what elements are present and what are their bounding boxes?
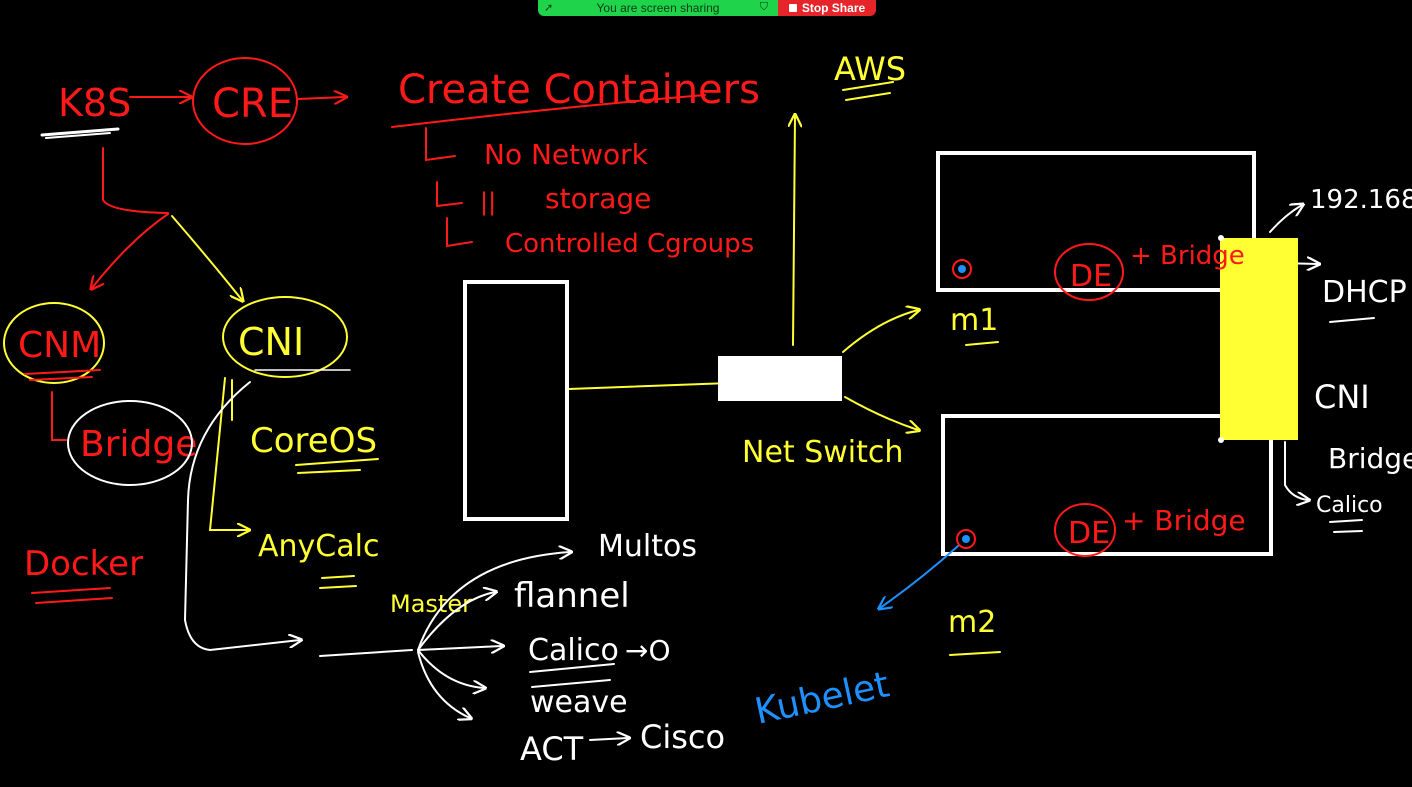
to-ip-arrow	[1269, 205, 1302, 233]
cre-arrow	[297, 97, 345, 99]
plugins-hub-line	[319, 649, 413, 657]
to-multos-arrow	[417, 552, 570, 651]
dhcp-label: DHCP	[1322, 275, 1407, 310]
bridge-label: Bridge	[80, 424, 197, 465]
stop-share-label: Stop Share	[801, 1, 866, 15]
screen-sharing-text: You are screen sharing	[596, 1, 720, 15]
k8s-underline	[40, 127, 120, 137]
flannel-label: flannel	[514, 576, 630, 616]
no-network-label: No Network	[484, 138, 649, 171]
bridge-m2-label: + Bridge	[1122, 504, 1246, 537]
red-annotations: K8S CRE Create Containers No Network || …	[18, 57, 760, 604]
bridge-m1-label: + Bridge	[1130, 241, 1245, 271]
calico-label: Calico	[528, 633, 619, 668]
controlled-groups-label: Controlled Cgroups	[505, 229, 754, 259]
m2-box	[941, 414, 1273, 556]
create-containers-label: Create Containers	[398, 67, 760, 113]
aws-label: AWS	[834, 50, 906, 88]
coreos-label: CoreOS	[250, 421, 377, 461]
cni-right-label: CNI	[1314, 378, 1370, 416]
calico-suffix-label: →O	[625, 634, 671, 667]
to-flannel-arrow	[417, 592, 495, 651]
machine-red-annotations: DE + Bridge DE + Bridge	[952, 241, 1246, 557]
m2-label: m2	[948, 605, 996, 640]
k8s-branch-line	[102, 147, 169, 214]
m1-label: m1	[950, 303, 998, 338]
multos-label: Multos	[598, 529, 697, 564]
de2-label: DE	[1068, 516, 1110, 551]
weave-label: weave	[530, 685, 628, 720]
block-top-dot	[1218, 235, 1224, 241]
yellow-annotations: CNI CoreOS AnyCalc Master AWS Net Switch…	[3, 50, 1001, 656]
stop-icon	[788, 4, 797, 12]
cre-circle	[192, 57, 298, 145]
bridge-right-label: Bridge	[1328, 442, 1412, 475]
act-to-cisco-arrow	[589, 738, 628, 740]
create-containers-underline	[391, 94, 706, 128]
anycalc-label: AnyCalc	[258, 529, 379, 564]
master-label: Master	[390, 590, 472, 618]
to-cni-arrow	[171, 215, 242, 300]
blue-annotations: Kubelet	[751, 545, 959, 733]
anycalc-arrow	[208, 377, 248, 530]
block-bottom-dot	[1218, 437, 1224, 443]
cni-plugins-arrow	[183, 381, 300, 652]
cni-circle	[222, 296, 348, 378]
de1-label: DE	[1070, 259, 1112, 294]
host-box	[463, 280, 569, 521]
netswitch-label: Net Switch	[742, 435, 903, 470]
cre-label: CRE	[212, 81, 293, 127]
docker-label: Docker	[24, 544, 143, 584]
screen-sharing-status: ➚ You are screen sharing ⛉	[538, 0, 778, 16]
bullet-1	[425, 127, 456, 162]
ditto-mark: ||	[480, 188, 496, 216]
white-annotations: Multos flannel Calico →O weave ACT Cisco…	[67, 151, 1412, 768]
m2-container-dot	[956, 529, 976, 549]
cni-bridge-block	[1220, 238, 1298, 440]
kubelet-label: Kubelet	[751, 664, 892, 732]
storage-label: storage	[545, 182, 651, 215]
cnm-circle	[3, 302, 105, 384]
k8s-label: K8S	[58, 81, 131, 125]
calico-right-label: Calico	[1316, 493, 1383, 518]
m1-container-dot	[952, 259, 972, 279]
m1-box	[936, 151, 1256, 292]
bridge-circle	[67, 400, 193, 486]
switch-to-m2-arrow	[844, 396, 918, 430]
shield-icon: ⛉	[759, 1, 768, 13]
switch-to-aws-arrow	[793, 116, 795, 346]
to-weave-arrow	[417, 649, 484, 688]
netswitch-box	[718, 356, 842, 401]
cnm-bridge-connector	[51, 391, 67, 441]
to-act-arrow	[417, 651, 470, 718]
cisco-label: Cisco	[640, 718, 725, 756]
docker-underline	[31, 587, 111, 594]
share-arrow-icon: ➚	[544, 2, 554, 14]
stop-share-button[interactable]: Stop Share	[778, 0, 876, 16]
cni-label: CNI	[238, 320, 304, 364]
de1-circle	[1054, 243, 1124, 301]
host-to-switch-line	[568, 383, 730, 389]
de2-circle	[1054, 503, 1116, 557]
to-calico-arrow	[417, 646, 502, 650]
to-cnm-arrow	[92, 213, 169, 288]
to-calico-right-arrow	[1284, 441, 1308, 500]
act-label: ACT	[520, 730, 584, 768]
ip-label: 192.168.0.0	[1310, 185, 1412, 215]
screen-share-bar: ➚ You are screen sharing ⛉ Stop Share	[538, 0, 876, 16]
kubelet-arrow	[880, 545, 959, 608]
switch-to-m1-arrow	[842, 310, 918, 353]
cnm-label: CNM	[18, 325, 101, 366]
